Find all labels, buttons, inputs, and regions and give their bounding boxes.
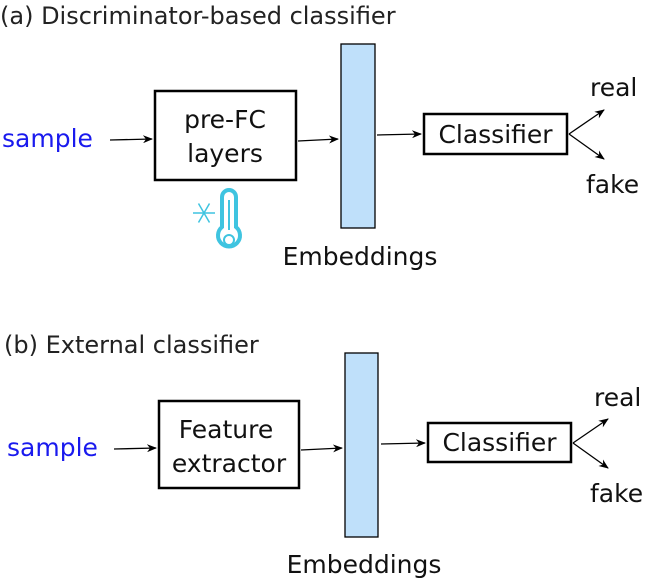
feature-extractor-label-line1: Feature	[179, 415, 273, 444]
output-fake-label: fake	[586, 170, 639, 199]
snowflake-thermometer-icon	[193, 188, 242, 249]
arrow-fake	[572, 442, 609, 469]
arrow-real	[568, 109, 605, 135]
panel-a-title: (a) Discriminator-based classifier	[0, 2, 396, 30]
arrow	[297, 135, 339, 144]
panel-b: (b) External classifier sample Feature e…	[4, 331, 643, 579]
arrow	[113, 444, 157, 453]
arrow-real	[572, 418, 609, 444]
arrow	[380, 439, 426, 448]
classifier-label: Classifier	[442, 428, 557, 457]
embeddings-bar	[340, 43, 376, 229]
classifier-label: Classifier	[438, 120, 553, 149]
embeddings-bar	[344, 352, 379, 538]
arrow	[109, 135, 153, 144]
pre-fc-label-line1: pre-FC	[184, 105, 266, 134]
feature-extractor-label-line2: extractor	[172, 449, 287, 478]
arrow-fake	[568, 133, 605, 160]
input-sample-label: sample	[7, 433, 98, 462]
classifier-box	[426, 421, 573, 464]
output-real-label: real	[594, 383, 641, 412]
embeddings-label: Embeddings	[283, 242, 438, 271]
arrow	[376, 130, 422, 139]
output-real-label: real	[590, 73, 637, 102]
pre-fc-label-line2: layers	[187, 139, 263, 168]
panel-a: (a) Discriminator-based classifier sampl…	[0, 2, 639, 271]
feature-extractor-box	[157, 399, 301, 490]
output-fake-label: fake	[590, 479, 643, 508]
pre-fc-layers-box	[153, 89, 298, 182]
panel-b-title: (b) External classifier	[4, 331, 259, 359]
classifier-box	[422, 112, 569, 156]
embeddings-label: Embeddings	[287, 550, 442, 579]
arrow	[300, 444, 343, 453]
input-sample-label: sample	[2, 124, 93, 153]
